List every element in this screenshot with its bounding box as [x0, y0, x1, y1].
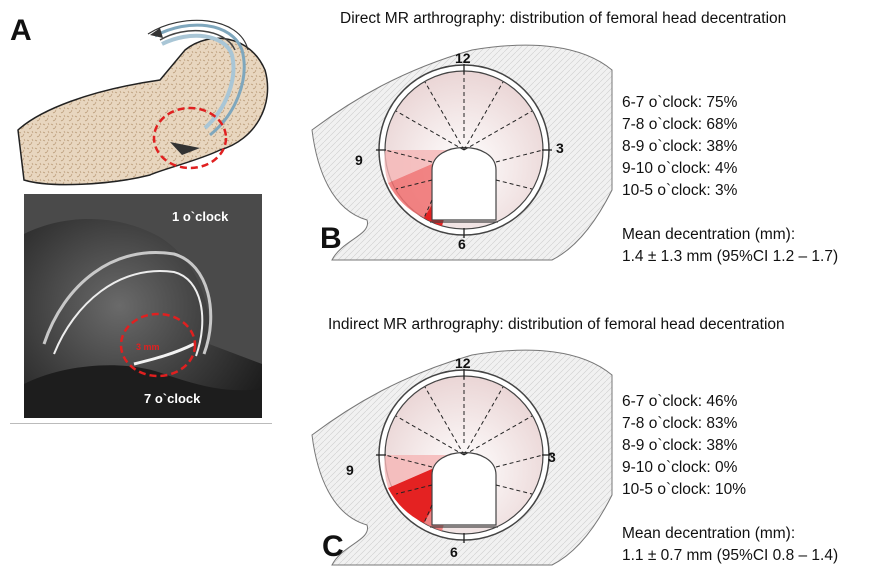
direct-stats: 6-7 o`clock: 75% 7-8 o`clock: 68% 8-9 o`… [622, 92, 838, 268]
direct-mean-label: Mean decentration (mm): [622, 224, 838, 246]
indirect-clock-12: 12 [455, 355, 471, 371]
direct-clock-9: 9 [355, 152, 363, 168]
indirect-clock-3: 3 [548, 449, 556, 465]
direct-stat-6-7: 6-7 o`clock: 75% [622, 92, 838, 114]
mri-measure-label: 3 mm [136, 342, 160, 352]
direct-stat-7-8: 7-8 o`clock: 68% [622, 114, 838, 136]
indirect-stats: 6-7 o`clock: 46% 7-8 o`clock: 83% 8-9 o`… [622, 391, 838, 567]
direct-clock-diagram [312, 40, 612, 260]
mri-underline [10, 423, 272, 424]
indirect-stat-8-9: 8-9 o`clock: 38% [622, 435, 838, 457]
indirect-mean-value: 1.1 ± 0.7 mm (95%CI 0.8 – 1.4) [622, 545, 838, 567]
direct-clock-6: 6 [458, 236, 466, 252]
indirect-clock-diagram [312, 345, 612, 565]
indirect-stat-9-10: 9-10 o`clock: 0% [622, 457, 838, 479]
indirect-title: Indirect MR arthrography: distribution o… [328, 316, 785, 334]
indirect-mean-label: Mean decentration (mm): [622, 523, 838, 545]
direct-stat-9-10: 9-10 o`clock: 4% [622, 158, 838, 180]
femur-illustration [10, 10, 280, 200]
direct-title: Direct MR arthrography: distribution of … [340, 10, 786, 28]
indirect-clock-6: 6 [450, 544, 458, 560]
direct-stat-10-5: 10-5 o`clock: 3% [622, 180, 838, 202]
direct-clock-12: 12 [455, 50, 471, 66]
direct-clock-3: 3 [556, 140, 564, 156]
panel-b-letter: B [320, 222, 342, 256]
indirect-stat-10-5: 10-5 o`clock: 10% [622, 479, 838, 501]
mri-label-1-oclock: 1 o`clock [172, 209, 228, 224]
direct-stat-8-9: 8-9 o`clock: 38% [622, 136, 838, 158]
direct-mean-value: 1.4 ± 1.3 mm (95%CI 1.2 – 1.7) [622, 246, 838, 268]
mri-image: 1 o`clock 7 o`clock 3 mm [24, 194, 262, 418]
panel-c-letter: C [322, 530, 344, 564]
indirect-stat-7-8: 7-8 o`clock: 83% [622, 413, 838, 435]
indirect-stat-6-7: 6-7 o`clock: 46% [622, 391, 838, 413]
indirect-clock-9: 9 [346, 462, 354, 478]
mri-label-7-oclock: 7 o`clock [144, 391, 200, 406]
